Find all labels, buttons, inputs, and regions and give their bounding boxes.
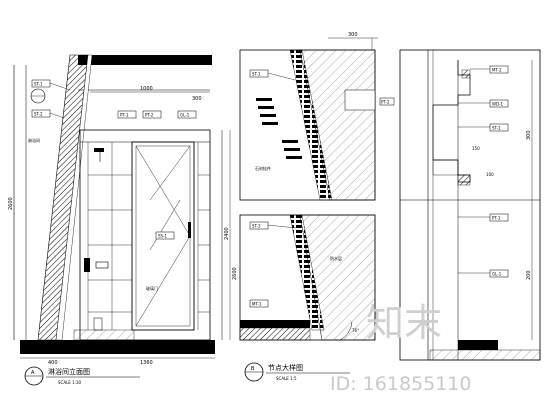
tag-callout: PT-1 [458,213,509,222]
tag-callout: MT-1 [249,299,269,308]
glass-door [131,141,195,331]
svg-text:ST-2: ST-2 [34,112,43,117]
shower-tray [73,329,135,341]
reveal-box [432,159,459,176]
tag-callout: SS-1 [155,231,175,240]
dim-bottom-left-label: 400 [48,360,58,366]
upper-tile-strip [289,49,333,201]
anchor-bolts [256,98,302,159]
tag-callout: MT-2 [470,65,509,74]
tag-callout: PT-2 [379,97,395,106]
svg-text:ST-3: ST-3 [252,224,261,229]
angle-label: 76° [352,328,359,333]
dim-bottom-label: 1360 [140,360,153,366]
svg-text:PT-1: PT-1 [120,113,129,118]
svg-text:MT-2: MT-2 [492,68,502,73]
shower-head [94,148,104,152]
lower-tile-strip [289,214,325,331]
svg-text:MT-1: MT-1 [252,302,262,307]
glass-reflection-line-2 [149,199,181,251]
svg-text:ST-1: ST-1 [252,72,261,77]
shower-valve [84,258,90,272]
tag-callout: GL-1 [177,110,197,119]
door-swing-line-2 [135,235,191,327]
floor-edge-c [458,340,498,350]
dim-height-right: 2400 [224,227,230,240]
glass-reflection-line-1 [149,145,191,201]
floor-drain [93,317,103,331]
title-block-a: A 淋浴间立面图 SCALE 1:30 [24,366,140,386]
watermark-id: ID: 161855110 [330,373,471,395]
detail-b: 300 ST-1 PT-2 石材挂件 76° ST-3 MT-1 防水层 260… [232,32,395,382]
ceiling-beam [78,55,212,65]
note-waterproof: 防水层 [330,255,342,261]
tag-callout: ST-1 [31,79,71,91]
tag-callout: GL-1 [458,269,509,278]
scale-a: SCALE 1:30 [58,380,82,385]
door-handle [188,222,191,238]
angle-arc [339,321,353,341]
floor-slab [20,340,215,354]
dim-height-left: 2600 [8,197,14,210]
section-c: 300 200 150 100 MT-2 WD-1 ST-1 PT-1 GL-1 [399,49,541,361]
dim-c-3: 150 [472,146,480,151]
tag-callout: ST-3 [249,221,297,230]
watermark: 知末 ID: 161855110 [330,301,471,395]
dim-c-1: 300 [526,130,532,140]
svg-text:PT-2: PT-2 [381,100,390,105]
upper-bracket [344,89,376,111]
cornice-block [461,69,471,79]
title-a: 淋浴间立面图 [48,367,90,376]
dim-c-4: 100 [486,172,494,177]
dim-side-b: 2600 [232,267,238,280]
tag-callout: ST-2 [31,109,65,119]
soap-niche [95,261,109,269]
svg-text:SS-1: SS-1 [158,234,168,239]
right-wall-tiles [197,142,210,330]
svg-text:PT-1: PT-1 [492,216,501,221]
floor-section-c [429,349,541,361]
dim-top-b-label: 300 [348,32,358,38]
dim-c-2: 200 [526,270,532,280]
view-marker-b-letter: B [251,366,255,372]
tag-callout: PT-2 [142,110,162,119]
note-shower-room: 淋浴间 [28,137,40,143]
ceiling-profile [432,60,471,183]
svg-text:GL-1: GL-1 [180,113,190,118]
view-marker-a-letter: A [31,370,35,376]
door-swing-line-1 [135,145,191,237]
note-stone-anchor: 石材挂件 [255,165,271,171]
note-glass-door: 玻璃门 [146,285,158,291]
skirting-block [457,174,471,186]
elevation-a: 1000 300 2600 2400 400 1360 ST-1 ST-2 PT… [8,54,231,386]
tag-callout: PT-1 [117,110,137,119]
dim-top-right-label: 300 [192,96,202,102]
watermark-brand: 知末 [366,301,442,345]
svg-text:ST-1: ST-1 [492,126,501,131]
tag-callout: ST-1 [458,123,509,132]
dim-top-label: 1000 [140,86,153,92]
svg-text:ST-1: ST-1 [34,82,43,87]
svg-text:PT-2: PT-2 [145,113,154,118]
wall-tile-grid [87,142,132,330]
floor-finish-b [240,320,310,328]
tag-callout: ST-1 [249,69,296,81]
title-b: 节点大样图 [268,363,303,372]
title-block-b: B 节点大样图 SCALE 1:5 [244,362,350,382]
scale-b: SCALE 1:5 [276,376,297,381]
svg-text:WD-1: WD-1 [492,102,503,107]
svg-text:GL-1: GL-1 [492,272,502,277]
floor-screed-b [239,327,311,341]
tag-callout: WD-1 [458,99,509,108]
